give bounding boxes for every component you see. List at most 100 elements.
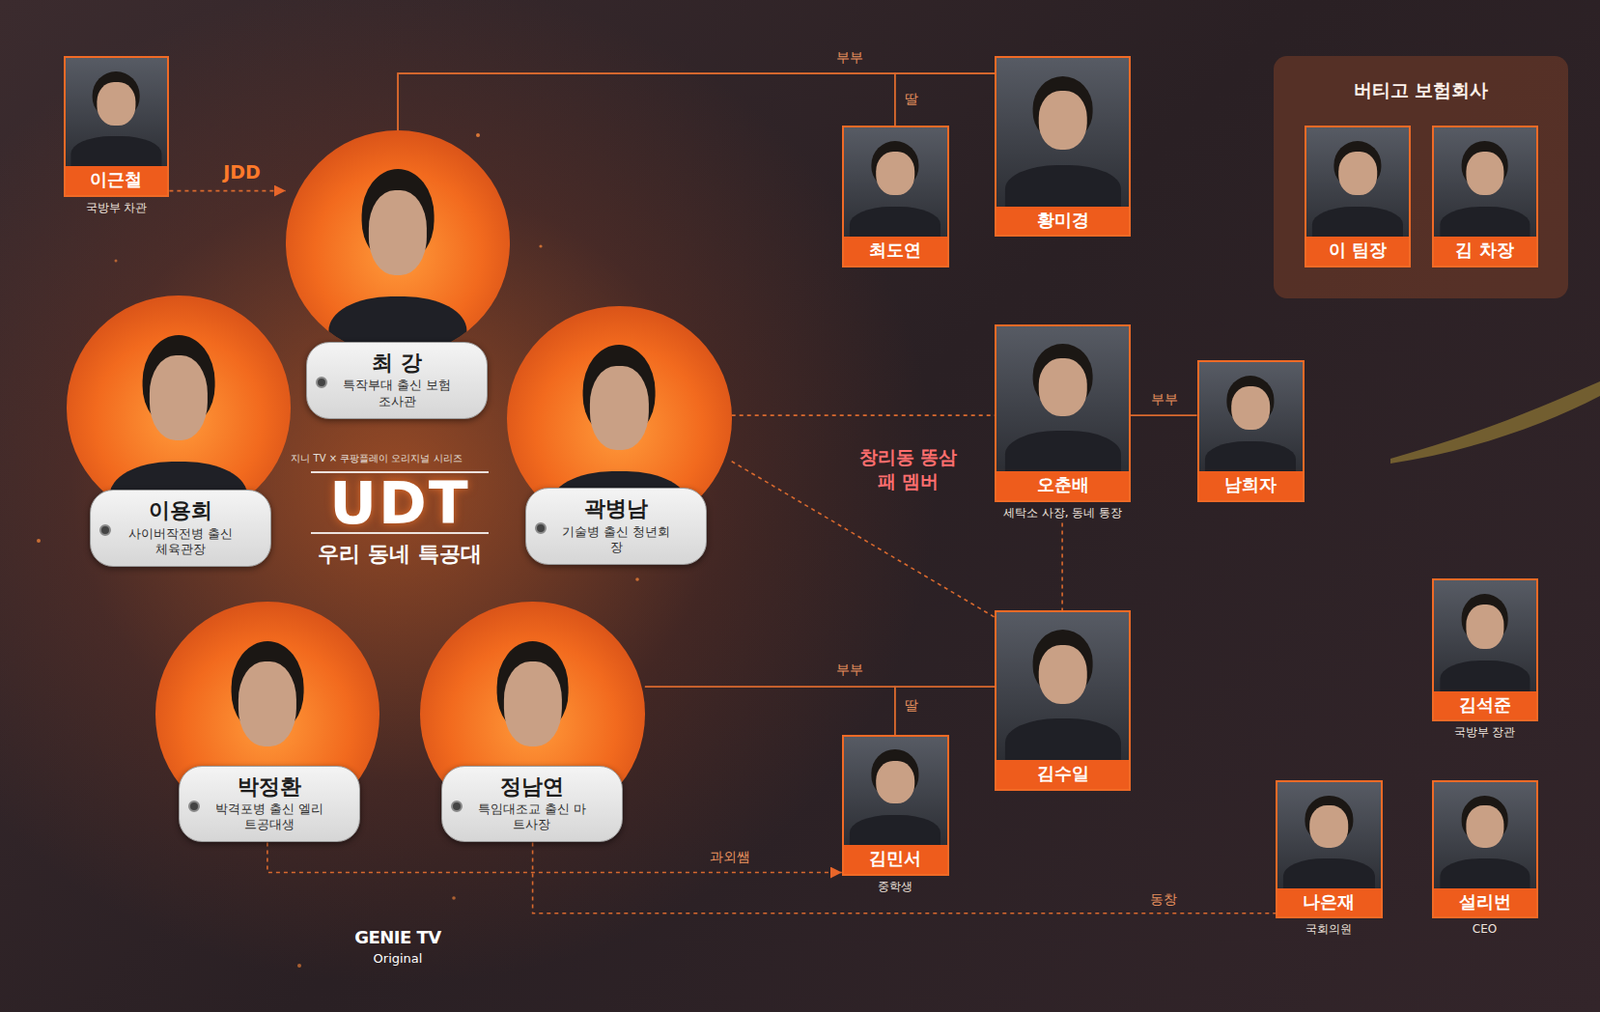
edge-label: 부부	[1150, 391, 1179, 409]
ember	[297, 963, 302, 968]
portrait	[996, 612, 1129, 761]
photo-area	[996, 612, 1129, 761]
ember	[538, 244, 542, 248]
connector	[168, 190, 286, 193]
portrait-head	[589, 365, 648, 450]
member-role: 사이버작전병 출신 체육관장	[126, 526, 236, 559]
character-name: 설리번	[1435, 891, 1535, 914]
tag-hole	[99, 524, 112, 536]
connector	[895, 686, 996, 735]
portrait-head	[149, 355, 208, 440]
card-frame: 황미경	[994, 56, 1131, 237]
connector	[731, 461, 996, 618]
ember	[635, 577, 640, 582]
free-label: UDT	[329, 474, 470, 533]
dog-tag: 정남연특임대조교 출신 마트사장	[441, 765, 623, 843]
free-label: GENIE TV	[354, 926, 442, 948]
portrait	[1277, 782, 1381, 888]
portrait	[1306, 127, 1410, 237]
member-name: 최 강	[316, 350, 478, 376]
portrait-head	[1038, 90, 1088, 150]
connector	[895, 73, 996, 126]
character-role: CEO	[1472, 922, 1497, 938]
character-name: 남희자	[1201, 474, 1301, 497]
free-label: Original	[373, 951, 423, 966]
portrait	[996, 57, 1129, 207]
portrait-head	[97, 82, 136, 126]
card-frame: 김민서	[842, 734, 950, 876]
glow-circle	[285, 130, 510, 355]
portrait-torso	[1005, 430, 1122, 472]
ember	[451, 896, 456, 900]
photo-area	[1277, 782, 1381, 888]
portrait	[996, 326, 1129, 472]
character-card: 김민서중학생	[842, 734, 950, 897]
name-bar: 최도연	[843, 236, 948, 266]
character-name: 이 팀장	[1308, 239, 1408, 262]
tag-hole	[315, 376, 328, 389]
character-name: 김민서	[845, 847, 946, 871]
member-node: 정남연특임대조교 출신 마트사장	[420, 601, 645, 843]
tag-hole	[534, 522, 547, 534]
card-frame: 최도연	[842, 125, 950, 268]
portrait	[100, 308, 258, 521]
portrait-torso	[1005, 165, 1122, 207]
name-bar: 이근철	[65, 166, 169, 196]
free-label: 우리 동네 특공대	[317, 539, 481, 569]
photo-area	[1433, 127, 1537, 237]
character-role: 국방부 차관	[85, 200, 148, 217]
brush-stroke	[1390, 381, 1600, 464]
portrait-head	[1310, 805, 1349, 848]
portrait-head	[876, 151, 916, 196]
photo-area	[996, 326, 1129, 472]
portrait-torso	[1205, 441, 1296, 473]
character-card: 김수일	[994, 610, 1131, 791]
character-name: 김수일	[998, 762, 1127, 786]
member-node: 곽병남기술병 출신 청년회장	[506, 306, 731, 565]
ember	[476, 133, 480, 138]
character-card: 설리번 CEO	[1431, 780, 1539, 939]
member-name: 이용희	[100, 498, 261, 524]
name-bar: 김수일	[996, 759, 1129, 789]
photo-area	[1306, 127, 1410, 237]
portrait-head	[1038, 645, 1088, 704]
character-card: 나은재국회의원	[1275, 780, 1383, 939]
member-role: 박격포병 출신 엘리트공대생	[215, 801, 325, 834]
card-frame: 김석준	[1431, 578, 1539, 722]
edge-label: 동창	[1150, 891, 1178, 909]
card-frame: 이근철	[63, 56, 170, 197]
member-role: 특임대조교 출신 마트사장	[477, 801, 587, 834]
ember	[114, 259, 118, 263]
connector	[645, 686, 896, 735]
character-card: 이 팀장	[1304, 125, 1412, 268]
portrait-torso	[1439, 858, 1530, 889]
card-frame: 나은재	[1275, 780, 1383, 919]
glow-circle	[66, 295, 291, 520]
photo-area	[996, 57, 1129, 207]
character-name: 황미경	[998, 209, 1127, 232]
member-node: 최 강특작부대 출신 보험조사관	[285, 130, 510, 420]
connector	[267, 842, 843, 873]
character-name: 김 차장	[1435, 239, 1535, 262]
portrait	[1199, 362, 1303, 472]
card-frame: 김수일	[994, 610, 1131, 791]
dog-tag: 이용희사이버작전병 출신 체육관장	[89, 489, 272, 567]
portrait-torso	[849, 814, 941, 845]
group-box: 버티고 보험회사이 팀장김 차장	[1273, 56, 1569, 298]
tag-hole	[188, 800, 200, 813]
connector	[533, 842, 1276, 914]
member-name: 박정환	[189, 774, 350, 800]
card-frame: 설리번	[1431, 780, 1539, 919]
portrait	[65, 57, 169, 167]
character-card: 오춘배세탁소 사장, 동네 통장	[994, 324, 1131, 523]
portrait-torso	[1005, 718, 1122, 760]
name-bar: 설리번	[1433, 888, 1537, 918]
character-card: 남희자	[1197, 360, 1305, 503]
connector	[731, 414, 996, 417]
member-role: 기술병 출신 청년회장	[561, 524, 672, 557]
logo-rule	[310, 532, 489, 534]
tag-hole	[450, 800, 463, 813]
portrait-torso	[1312, 206, 1404, 238]
connector	[397, 73, 995, 131]
